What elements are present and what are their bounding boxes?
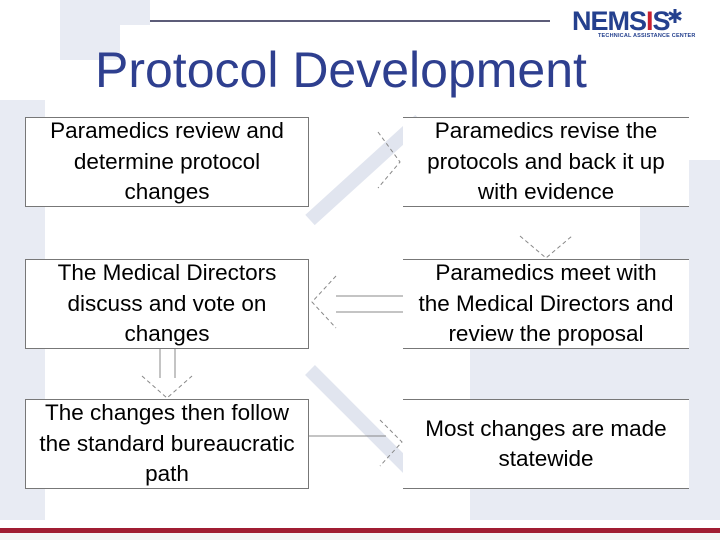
step-paramedics-revise: Paramedics revise the protocols and back… [403, 117, 689, 207]
step-statewide: Most changes are made statewide [403, 399, 689, 489]
step-text: The Medical Directors discuss and vote o… [57, 260, 277, 347]
step-bureaucratic-path: The changes then follow the standard bur… [25, 399, 309, 489]
logo-wordmark: NEMSIS [572, 6, 671, 36]
arrow-path-to-statewide [379, 419, 403, 467]
star-of-life-icon [668, 9, 682, 23]
page-title: Protocol Development [95, 42, 587, 98]
arrow-review-to-revise [377, 131, 401, 189]
arrow-meet-to-vote [311, 275, 337, 329]
step-text: The changes then follow the standard bur… [39, 400, 295, 487]
footer-strip [0, 533, 720, 540]
arrow-vote-to-path [141, 375, 193, 399]
step-text: Paramedics review and determine protocol… [50, 118, 284, 205]
step-paramedics-review: Paramedics review and determine protocol… [25, 117, 309, 207]
nemsis-logo: NEMSIS TECHNICAL ASSISTANCE CENTER [570, 6, 712, 42]
footer-bar [0, 528, 720, 533]
step-text: Paramedics meet with the Medical Directo… [418, 260, 674, 347]
step-directors-vote: The Medical Directors discuss and vote o… [25, 259, 309, 349]
step-text: Paramedics revise the protocols and back… [427, 118, 665, 205]
logo-tagline: TECHNICAL ASSISTANCE CENTER [598, 33, 696, 39]
step-paramedics-meet: Paramedics meet with the Medical Directo… [403, 259, 689, 349]
step-text: Most changes are made statewide [425, 415, 667, 472]
arrow-revise-to-meet [519, 235, 573, 259]
title-rule [150, 20, 550, 22]
